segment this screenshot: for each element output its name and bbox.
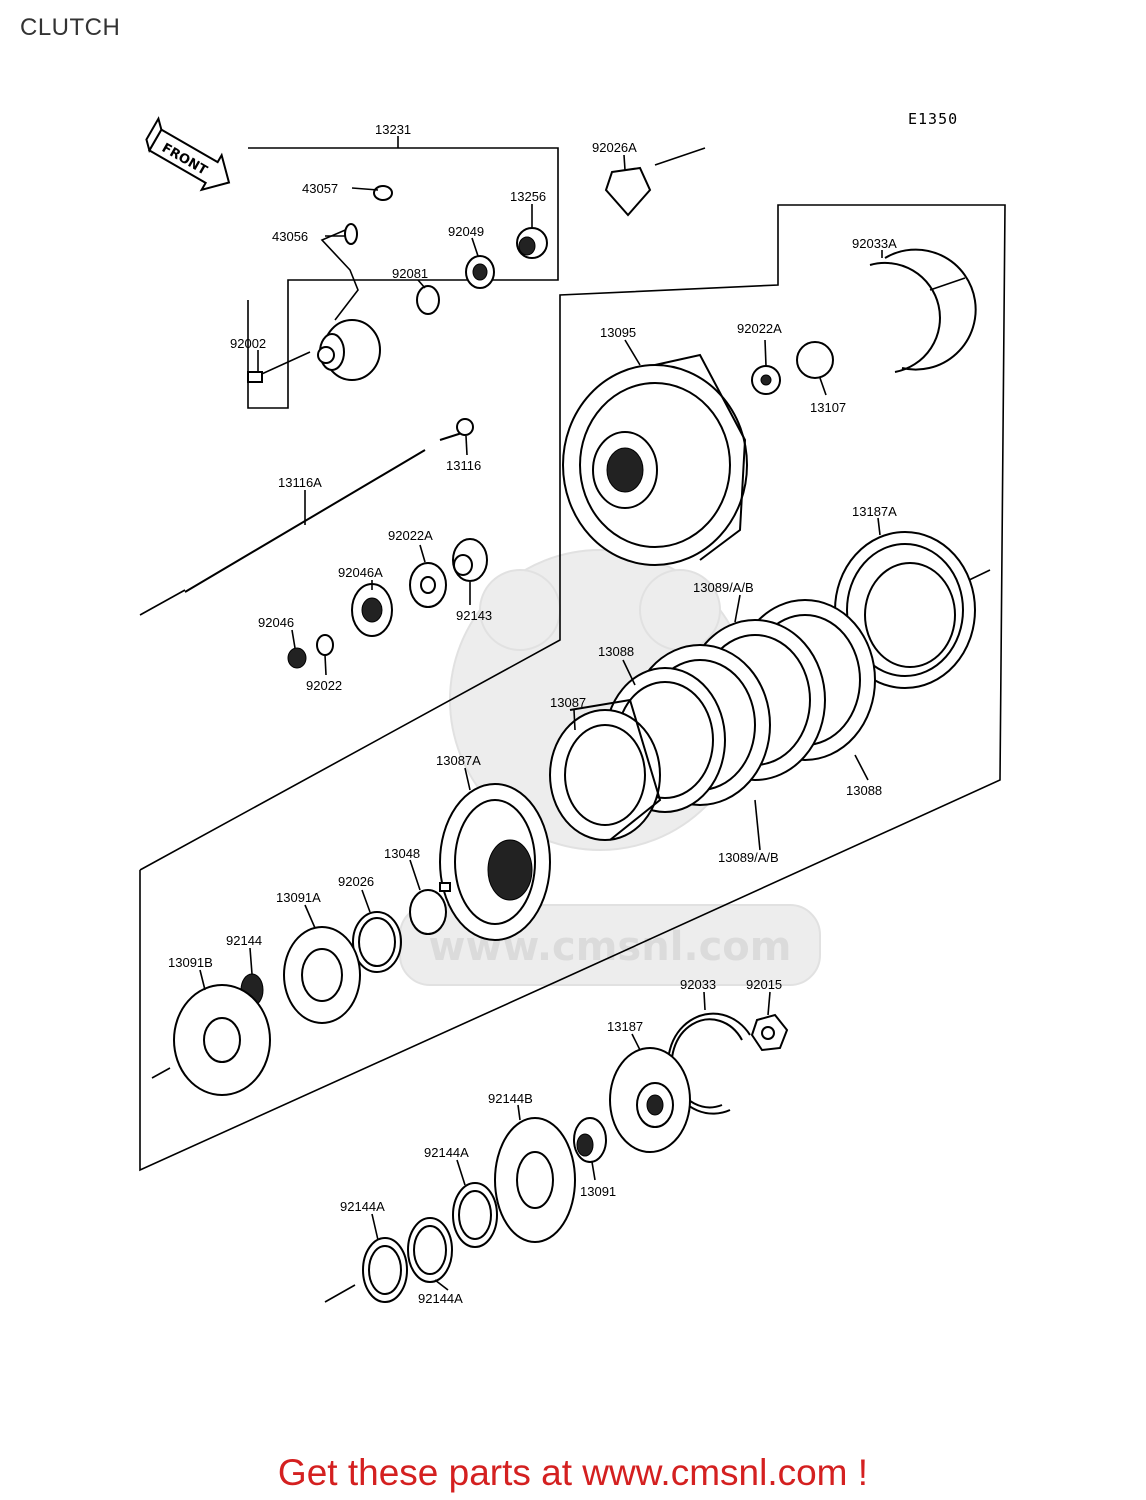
part-label: 13091B <box>168 955 213 970</box>
sub-assembly-outline <box>247 147 559 409</box>
part-label: 13091 <box>580 1184 616 1199</box>
part-label: 92144B <box>488 1091 533 1106</box>
part-label: 92144A <box>424 1145 469 1160</box>
part-label: 13116A <box>278 475 322 490</box>
part-label: 13187 <box>607 1019 643 1034</box>
part-label: 43057 <box>302 181 338 196</box>
part-label: 13091A <box>276 890 321 905</box>
figure-code: E1350 <box>908 110 958 128</box>
part-label: 92144A <box>418 1291 463 1306</box>
part-label: 13087A <box>436 753 481 768</box>
part-label: 13095 <box>600 325 636 340</box>
part-label: 13231 <box>375 122 411 137</box>
page-title: CLUTCH <box>20 14 121 41</box>
part-label: 13048 <box>384 846 420 861</box>
part-drawings <box>173 166 977 1303</box>
part-label: 92046A <box>338 565 383 580</box>
part-label: 92033A <box>852 236 897 251</box>
get-parts-link[interactable]: Get these parts at www.cmsnl.com ! <box>277 1452 869 1493</box>
part-label: 13088 <box>598 644 634 659</box>
part-label: 13107 <box>810 400 846 415</box>
part-label: 92143 <box>456 608 492 623</box>
part-label: 13089/A/B <box>693 580 754 595</box>
part-labels: 13231 43057 43056 13256 92049 92081 9200… <box>168 122 897 1306</box>
part-label: 13088 <box>846 783 882 798</box>
part-label: 92144 <box>226 933 262 948</box>
front-arrow-icon: FRONT <box>145 116 231 192</box>
part-label: 92046 <box>258 615 294 630</box>
part-label: 13116 <box>446 458 481 473</box>
part-label: 92144A <box>340 1199 385 1214</box>
part-label: 92002 <box>230 336 266 351</box>
part-label: 92026 <box>338 874 374 889</box>
part-label: 92081 <box>392 266 428 281</box>
assembly-outline <box>139 204 1006 1172</box>
label-leaders <box>199 136 883 1291</box>
part-label: 13256 <box>510 189 546 204</box>
part-label: 92022A <box>388 528 433 543</box>
part-label: 43056 <box>272 229 308 244</box>
leader-arrows <box>139 147 991 1303</box>
part-label: 92033 <box>680 977 716 992</box>
part-label: 13089/A/B <box>718 850 779 865</box>
part-label: 92026A <box>592 140 637 155</box>
part-label: 13187A <box>852 504 897 519</box>
part-label: 13087 <box>550 695 586 710</box>
part-label: 92049 <box>448 224 484 239</box>
part-label: 92022A <box>737 321 782 336</box>
clutch-exploded-diagram: www.cmsnl.com FRONT E1350 <box>139 110 1006 1306</box>
part-label: 92022 <box>306 678 342 693</box>
part-label: 92015 <box>746 977 782 992</box>
